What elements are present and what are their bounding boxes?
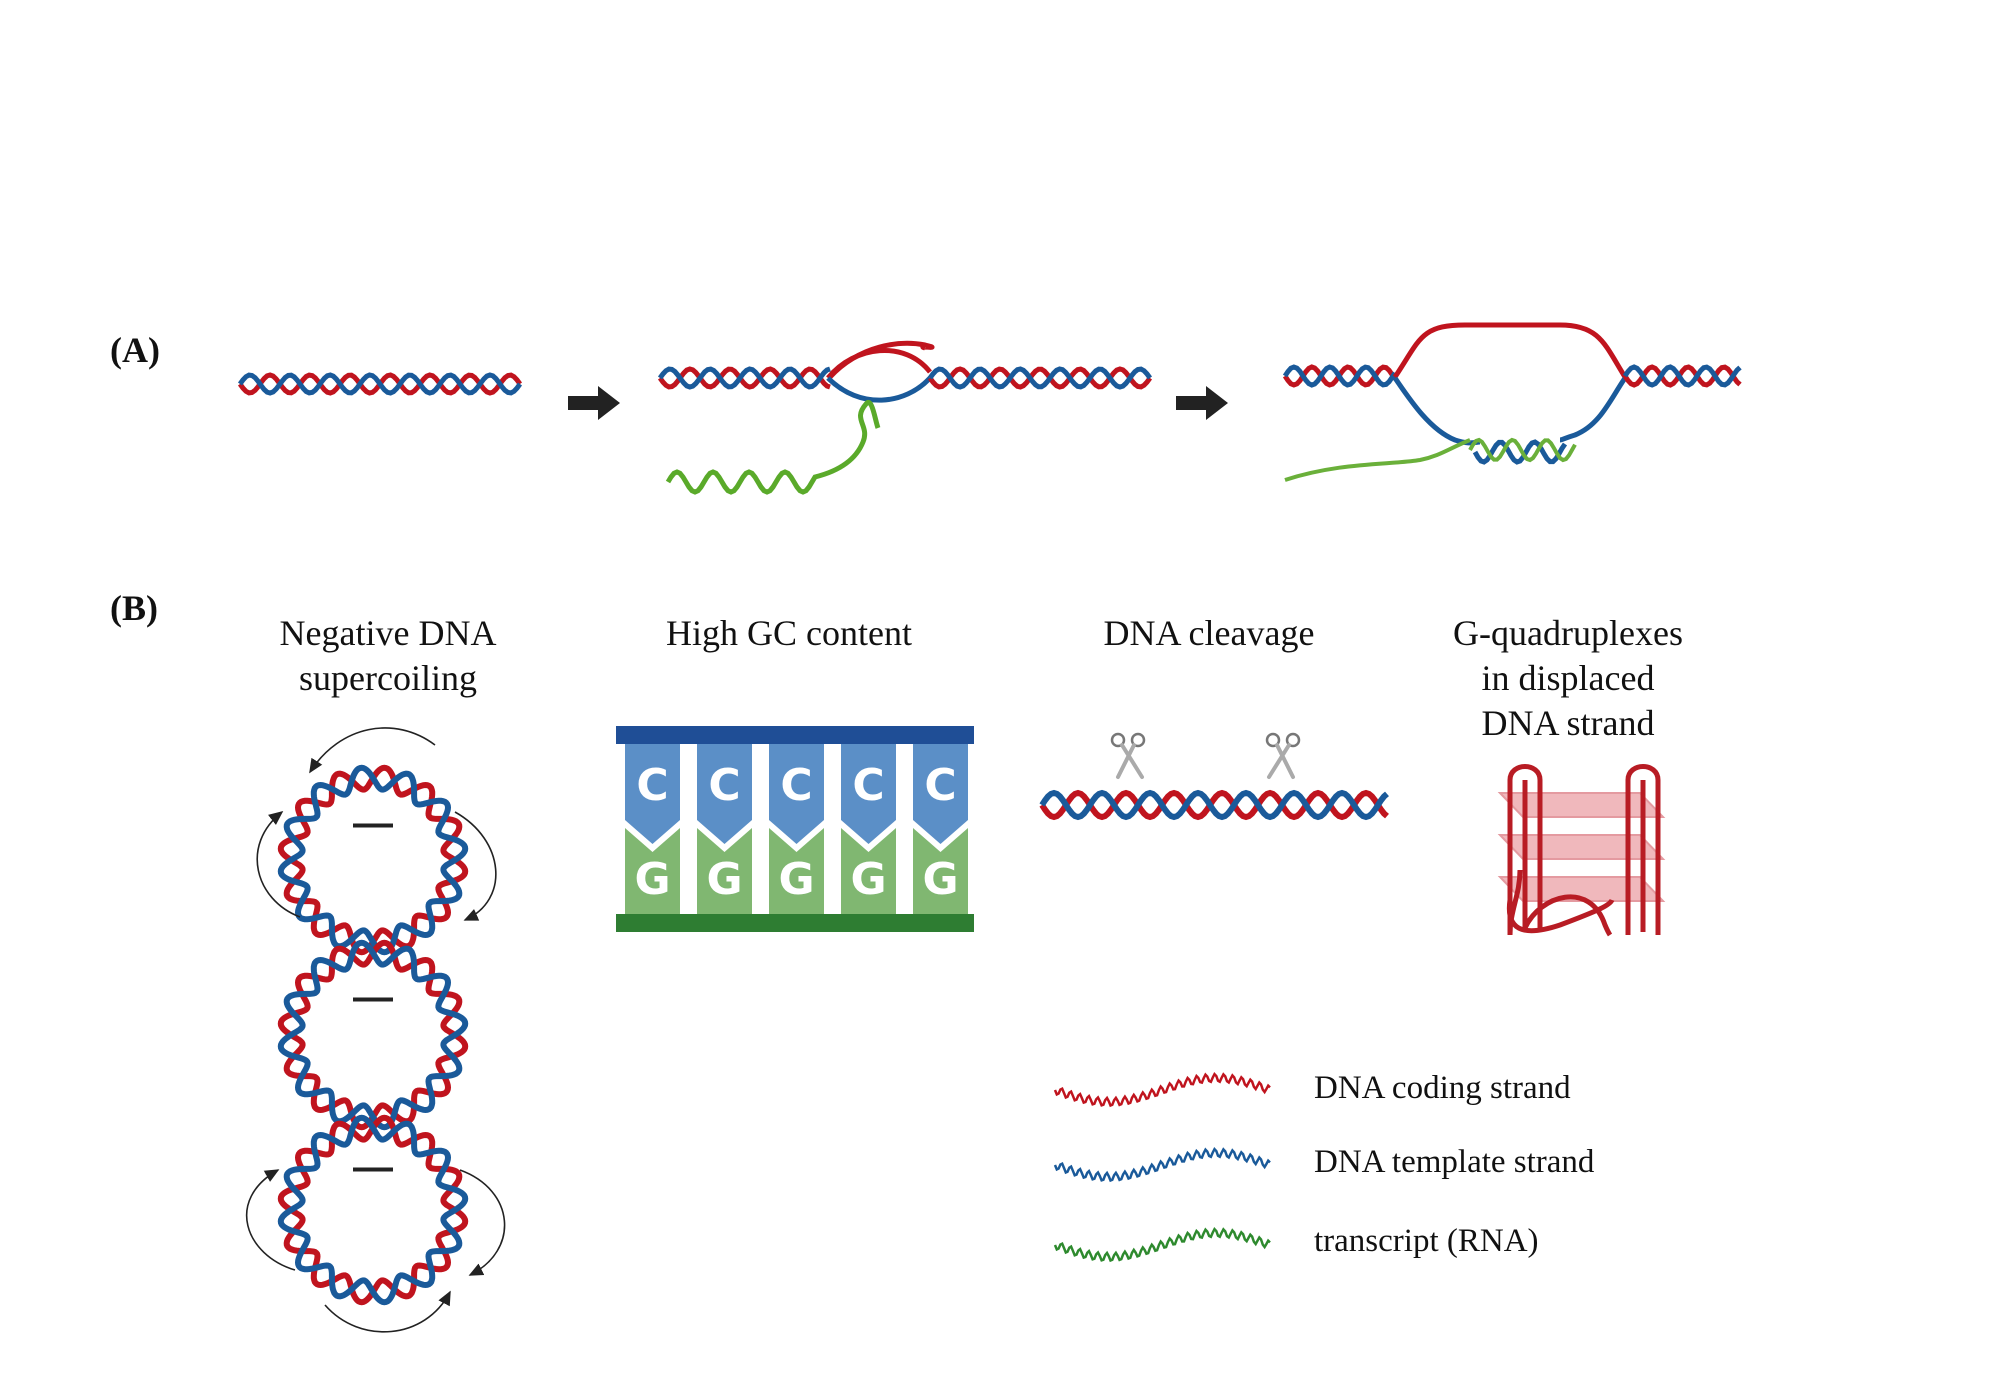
cleavage-title: DNA cleavage: [1104, 613, 1315, 653]
quadruplex-strand: [1506, 764, 1661, 936]
template-strand-loop-1: [277, 764, 469, 956]
cytosine-letter: C: [708, 760, 740, 811]
cleavage-helix: [1039, 789, 1389, 821]
guanine-letter: G: [778, 854, 814, 905]
cytosine-letter: C: [780, 760, 812, 811]
guanine-block: [913, 828, 968, 914]
scissors-icon: [1110, 732, 1146, 779]
cytosine-block: [841, 744, 896, 844]
quadruplex-title-line1: G-quadruplexes: [1453, 613, 1683, 653]
rna-transcript: [665, 399, 881, 495]
template-strand-right: [927, 366, 1153, 390]
legend: DNA coding strand DNA template strand tr…: [1053, 1070, 1595, 1263]
template-strand-loop-right: [1559, 376, 1628, 443]
quadruplex-bottom-loop: [1522, 894, 1613, 937]
template-strand-loop-3: [277, 1114, 469, 1306]
bubble-arc-top: [826, 348, 932, 380]
gc-title: High GC content: [666, 613, 912, 653]
cytosine-block: [769, 744, 824, 844]
g-strand-bar: [616, 914, 974, 932]
guanine-block: [841, 828, 896, 914]
scissors-icon: [1265, 732, 1301, 779]
negative-mark-2: —: [353, 975, 393, 1019]
rotation-arrow-bottom: [324, 1290, 451, 1333]
guanine-block: [625, 828, 680, 914]
supercoiling-title-line1: Negative DNA: [280, 613, 497, 653]
negative-mark-3: —: [353, 1145, 393, 1189]
template-strand-left: [1282, 364, 1398, 388]
coding-strand-right: [927, 366, 1153, 390]
supercoiled-dna: — — —: [245, 727, 506, 1333]
template-strand-loop-2: [277, 939, 469, 1131]
legend-swatch-template: [1053, 1146, 1271, 1183]
panel-b-label: (B): [110, 588, 158, 628]
cytosine-block: [697, 744, 752, 844]
guanine-letter: G: [634, 854, 670, 905]
quadruplex-title-line3: DNA strand: [1482, 703, 1655, 743]
legend-swatch-rna: [1053, 1226, 1271, 1263]
rna-hybrid: [1468, 437, 1577, 463]
rna-tail: [1284, 438, 1471, 482]
supercoiling-title-line2: supercoiling: [299, 658, 477, 698]
guanine-letter: G: [850, 854, 886, 905]
guanine-block: [697, 828, 752, 914]
template-strand-loop-left: [1392, 376, 1481, 446]
negative-mark-1: —: [353, 801, 393, 845]
rotation-arrow-left-bottom: [245, 1169, 296, 1271]
cytosine-block: [913, 744, 968, 844]
displaced-coding-strand: [1392, 322, 1628, 379]
g-quadruplex: [1497, 764, 1666, 937]
panel-a-label: (A): [110, 330, 160, 370]
right-arrow-icon: [1176, 386, 1228, 420]
dsdna-helix-a1: [237, 372, 523, 396]
template-strand-right: [1622, 364, 1742, 388]
legend-label-coding: DNA coding strand: [1314, 1070, 1571, 1106]
legend-label-rna: transcript (RNA): [1314, 1223, 1539, 1259]
c-strand-bar: [616, 726, 974, 744]
cytosine-block: [625, 744, 680, 844]
guanine-letter: G: [922, 854, 958, 905]
rotation-arrow-top: [309, 727, 436, 774]
rotation-arrow-right-top: [454, 811, 497, 921]
rotation-arrow-right-bottom: [459, 1169, 506, 1276]
dsdna-bubble-a2: [657, 340, 1153, 495]
coding-strand-left: [657, 366, 831, 390]
r-loop-a3: [1282, 322, 1742, 482]
bubble-arc-bottom: [826, 376, 932, 403]
coding-strand-loop-2: [277, 939, 469, 1131]
legend-label-template: DNA template strand: [1314, 1144, 1595, 1180]
template-strand: [237, 372, 523, 396]
right-arrow-icon: [568, 386, 620, 420]
legend-swatch-coding: [1053, 1071, 1271, 1108]
guanine-letter: G: [706, 854, 742, 905]
cytosine-letter: C: [924, 760, 956, 811]
rotation-arrow-left-top: [256, 811, 301, 918]
coding-strand-loop-1: [277, 764, 469, 956]
cytosine-letter: C: [636, 760, 668, 811]
template-strand-left: [657, 366, 831, 390]
cytosine-letter: C: [852, 760, 884, 811]
quadruplex-title-line2: in displaced: [1482, 658, 1655, 698]
template-strand: [1039, 789, 1389, 821]
guanine-block: [769, 828, 824, 914]
